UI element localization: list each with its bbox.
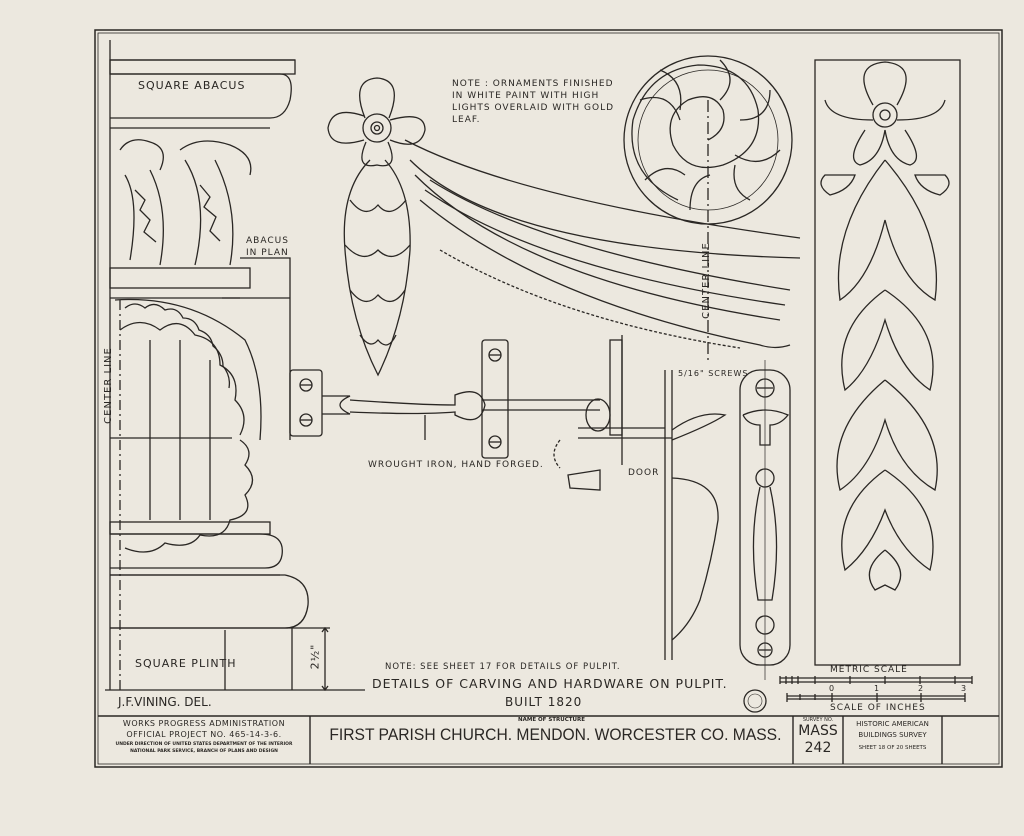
label-wrought-iron: WROUGHT IRON, HAND FORGED. [368, 460, 544, 470]
survey-number: 242 [804, 740, 832, 756]
wpa-line-1: WORKS PROGRESS ADMINISTRATION [122, 719, 286, 728]
label-square-plinth: SQUARE PLINTH [135, 657, 237, 670]
title-block-frame [98, 715, 999, 764]
habs-seal [743, 689, 767, 713]
label-in-plan: IN PLAN [246, 248, 289, 258]
label-abacus: ABACUS [246, 236, 289, 246]
label-plinth-dimension: 2½" [308, 643, 322, 670]
swirl-rosette-carving [623, 55, 793, 225]
structure-name: FIRST PARISH CHURCH. MENDON. WORCESTER C… [329, 725, 782, 744]
inch-scale-bar [786, 693, 966, 702]
inch-tick-label: 1 [874, 684, 881, 693]
survey-caption: SURVEY NO. [802, 717, 834, 723]
habs-line-2: BUILDINGS SURVEY [858, 731, 927, 739]
inch-tick-label: 2 [918, 684, 925, 693]
name-of-structure-caption: NAME OF STRUCTURE [517, 717, 585, 723]
survey-state: MASS [798, 723, 838, 739]
label-door: DOOR [628, 468, 660, 478]
wpa-line-3: UNDER DIRECTION OF UNITED STATES DEPARTM… [115, 742, 293, 747]
note-ornaments: NOTE : ORNAMENTS FINISHED IN WHITE PAINT… [452, 78, 614, 126]
note-line: IN WHITE PAINT WITH HIGH [452, 91, 600, 101]
door-latch-hardware [553, 335, 791, 680]
label-screws: 5/16" SCREWS [678, 369, 749, 378]
wpa-line-2: OFFICIAL PROJECT NO. 465-14-3-6. [126, 730, 282, 739]
metric-scale-label: METRIC SCALE [830, 665, 908, 675]
habs-line-1: HISTORIC AMERICAN [856, 720, 929, 728]
rosette-drape-carving [327, 77, 801, 377]
note-line: LEAF. [452, 115, 481, 125]
drawing-title: DETAILS OF CARVING AND HARDWARE ON PULPI… [372, 676, 728, 691]
column-capital-drawing [105, 40, 365, 692]
delineator: J.F.VINING. DEL. [118, 695, 212, 709]
metric-scale-bar [779, 676, 973, 684]
sheet-info: SHEET 18 OF 20 SHEETS [858, 745, 927, 751]
sheet-border [94, 29, 1003, 768]
inner-border [97, 32, 1000, 765]
note-line: LIGHTS OVERLAID WITH GOLD [452, 103, 615, 113]
wpa-line-4: NATIONAL PARK SERVICE, BRANCH OF PLANS A… [130, 749, 278, 754]
built-date: BUILT 1820 [505, 695, 583, 709]
note-line: NOTE : ORNAMENTS FINISHED [452, 79, 614, 89]
inch-tick-label: 3 [961, 684, 968, 693]
note-pulpit: NOTE: SEE SHEET 17 FOR DETAILS OF PULPIT… [385, 662, 621, 672]
label-center-line-right: CENTER LINE [700, 242, 712, 319]
inch-scale-label: SCALE OF INCHES [830, 703, 926, 713]
inch-tick-label: 0 [829, 684, 836, 693]
label-center-line-left: CENTER LINE [102, 347, 114, 424]
vertical-garland-panel [814, 59, 961, 666]
wrought-iron-hinge [289, 339, 600, 459]
label-square-abacus: SQUARE ABACUS [138, 79, 246, 92]
